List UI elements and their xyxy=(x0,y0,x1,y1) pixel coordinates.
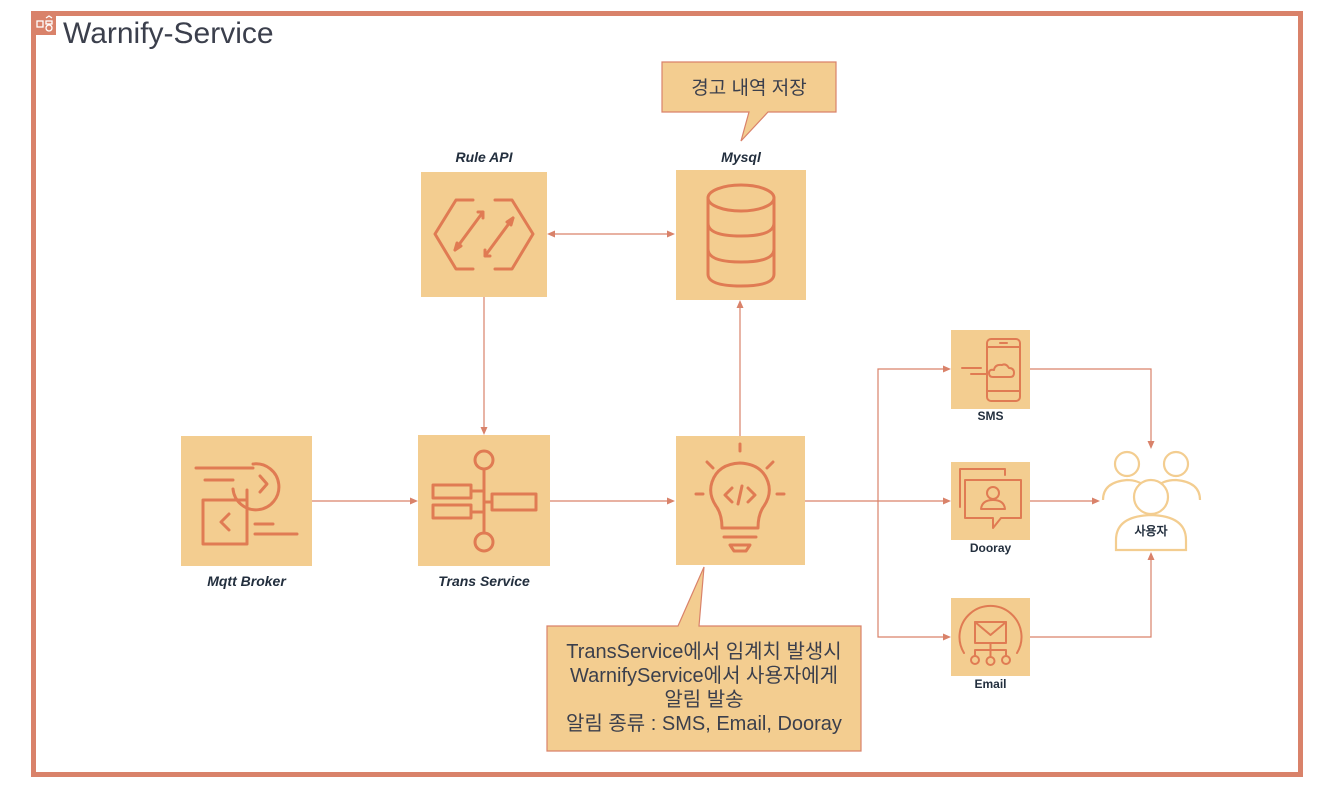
sms-node[interactable] xyxy=(951,330,1030,409)
rule-api-label: Rule API xyxy=(455,149,513,165)
processor-callout-text: TransService에서 임계치 발생시 WarnifyService에서 … xyxy=(548,640,860,736)
connector-sms-user xyxy=(1030,368,1152,442)
dooray-label: Dooray xyxy=(969,541,1012,555)
processor-callout-line: 알림 종류 : SMS, Email, Dooray xyxy=(566,713,842,735)
chat-profile-icon xyxy=(959,468,1022,529)
connector-email-user xyxy=(1030,559,1152,638)
email-notification-icon xyxy=(958,604,1023,666)
diagram-group-icon xyxy=(33,13,56,35)
message-broker-icon xyxy=(194,462,299,546)
user-node[interactable] xyxy=(1100,450,1202,552)
sms-label: SMS xyxy=(977,409,1004,423)
api-gateway-icon xyxy=(433,198,535,271)
lightbulb-code-icon xyxy=(694,442,786,553)
trans-service-label: Trans Service xyxy=(438,573,530,589)
database-icon xyxy=(706,183,776,288)
mysql-callout-bubble xyxy=(661,61,837,142)
dooray-node[interactable] xyxy=(951,462,1030,540)
rule-api-node[interactable] xyxy=(421,172,547,297)
diagram-title: Warnify-Service xyxy=(63,17,274,50)
connector-processor-email xyxy=(877,501,944,638)
diagram-frame xyxy=(31,11,1303,777)
users-group-icon xyxy=(1101,450,1202,552)
trans-service-node[interactable] xyxy=(418,435,550,566)
processor-callout-line: 알림 발송 xyxy=(664,689,744,711)
mysql-label: Mysql xyxy=(721,149,761,165)
mobile-cloud-icon xyxy=(961,338,1021,402)
mysql-callout-text: 경고 내역 저장 xyxy=(691,78,807,99)
mysql-node[interactable] xyxy=(676,170,806,300)
workflow-icon xyxy=(431,449,538,553)
email-node[interactable] xyxy=(951,598,1030,676)
processor-callout-line: TransService에서 임계치 발생시 xyxy=(566,641,842,663)
connector-processor-sms xyxy=(877,368,944,501)
warnify-processor-node[interactable] xyxy=(676,436,805,565)
mqtt-broker-node[interactable] xyxy=(181,436,312,566)
user-label: 사용자 xyxy=(1134,524,1168,538)
mqtt-broker-label: Mqtt Broker xyxy=(207,573,286,589)
email-label: Email xyxy=(974,677,1007,691)
processor-callout-bubble xyxy=(546,566,862,752)
processor-callout-line: WarnifyService에서 사용자에게 xyxy=(569,665,839,687)
